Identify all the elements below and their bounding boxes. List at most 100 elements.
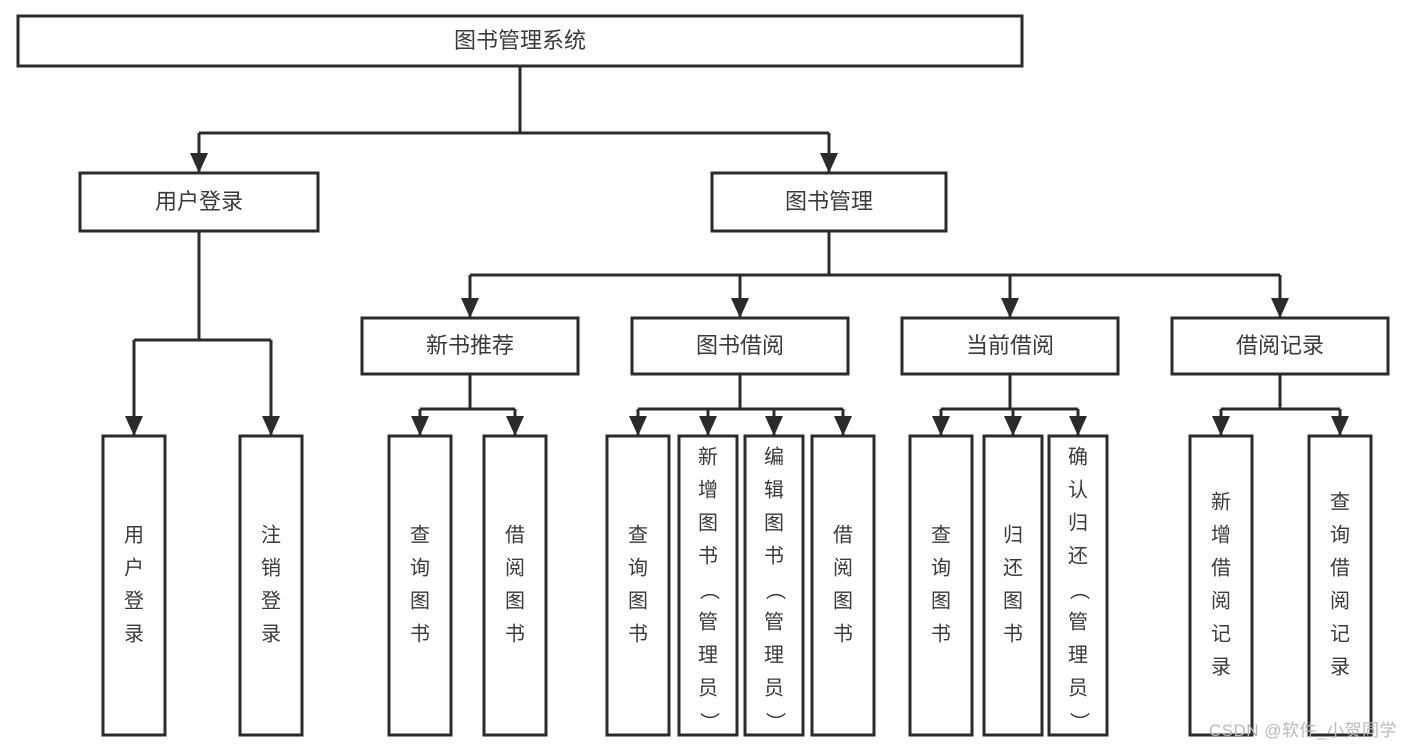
arrow-head-icon-current-borrow [1001, 298, 1019, 318]
node-label-char: 辑 [764, 478, 784, 501]
node-label-char: 询 [931, 556, 951, 579]
watermark-text: CSDN @软件_小贺同学 [1208, 721, 1397, 740]
node-label-char: 查 [628, 523, 648, 546]
node-label-char: 用 [124, 524, 144, 546]
node-label-char: 询 [410, 556, 430, 579]
node-label-char: 书 [628, 622, 648, 645]
node-label-char: 理 [698, 644, 718, 666]
node-box-leaf-rec-query-book[interactable] [387, 434, 453, 737]
node-label-user-login: 用户登录 [155, 189, 243, 214]
node-label-char: 借 [1330, 556, 1350, 579]
node-label-char: 新 [1211, 490, 1231, 513]
node-new-book-rec[interactable]: 新书推荐 [360, 316, 580, 376]
node-label-char: 借 [833, 523, 853, 546]
node-label-book-borrow: 图书借阅 [696, 333, 784, 358]
node-label-char: 书 [833, 622, 853, 645]
node-label-char: （ [1068, 580, 1091, 600]
node-label-char: 书 [505, 622, 525, 645]
arrow-head-icon-leaf-borrow-add-book [699, 416, 717, 436]
node-label-char: 图 [505, 590, 525, 612]
arrow-head-icon-user-login [190, 153, 208, 173]
node-root[interactable]: 图书管理系统 [16, 14, 1024, 68]
node-label-char: 户 [124, 556, 144, 579]
node-label-char: 图 [833, 590, 853, 612]
arrow-head-icon-book-borrow [731, 298, 749, 318]
node-label-char: 录 [261, 623, 281, 645]
arrow-head-icon-borrow-record [1271, 298, 1289, 318]
node-user-login[interactable]: 用户登录 [78, 171, 320, 233]
arrow-head-icon-leaf-current-return-book [1004, 416, 1022, 436]
node-label-char: 阅 [505, 556, 525, 579]
node-label-char: ） [698, 712, 721, 732]
node-box-leaf-borrow-borrow-book[interactable] [810, 434, 876, 737]
arrow-head-icon-leaf-borrow-edit-book [765, 416, 783, 436]
arrow-head-icon-leaf-record-add [1212, 416, 1230, 436]
arrow-head-icon-new-book-rec [461, 298, 479, 318]
node-current-borrow[interactable]: 当前借阅 [900, 316, 1120, 376]
arrow-head-icon-leaf-current-query-book [932, 416, 950, 436]
node-label-char: 理 [1068, 644, 1088, 666]
node-box-new-book-rec[interactable] [360, 316, 580, 376]
node-label-char: 销 [261, 556, 281, 579]
connector-lines-layer [125, 66, 1349, 436]
node-label-char: 书 [410, 622, 430, 645]
node-label-char: 书 [1003, 622, 1023, 645]
node-label-char: 阅 [833, 556, 853, 579]
node-box-leaf-user-login[interactable] [101, 434, 167, 737]
node-box-leaf-rec-borrow-book[interactable] [482, 434, 548, 737]
node-label-char: 图 [698, 512, 718, 534]
node-label-char: 查 [410, 523, 430, 546]
node-label-char: 员 [1068, 677, 1088, 699]
node-box-leaf-current-return-book[interactable] [982, 434, 1044, 737]
node-box-leaf-record-query[interactable] [1307, 434, 1373, 737]
node-box-user-login[interactable] [78, 171, 320, 233]
node-label-char: 图 [410, 590, 430, 612]
node-box-leaf-record-add[interactable] [1188, 434, 1254, 737]
node-label-char: （ [764, 580, 787, 600]
node-leaf-user-login[interactable]: 用户登录 [101, 434, 167, 737]
node-label-char: 确 [1068, 445, 1088, 468]
node-label-char: 记 [1211, 622, 1231, 645]
node-box-leaf-user-logout[interactable] [238, 434, 304, 737]
node-label-char: 询 [628, 556, 648, 579]
node-label-char: 借 [505, 523, 525, 546]
node-label-char: 图 [764, 512, 784, 534]
node-box-leaf-borrow-query-book[interactable] [605, 434, 671, 737]
node-box-borrow-record[interactable] [1170, 316, 1390, 376]
node-label-char: 记 [1330, 622, 1350, 645]
node-label-char: （ [698, 580, 721, 600]
node-book-manage[interactable]: 图书管理 [710, 171, 948, 233]
node-borrow-record[interactable]: 借阅记录 [1170, 316, 1390, 376]
node-label-char: 增 [698, 478, 718, 501]
node-book-borrow[interactable]: 图书借阅 [630, 316, 850, 376]
node-box-leaf-borrow-edit-book[interactable] [743, 434, 805, 737]
node-box-book-borrow[interactable] [630, 316, 850, 376]
node-box-leaf-current-query-book[interactable] [908, 434, 974, 737]
node-box-leaf-current-confirm-return[interactable] [1047, 434, 1109, 737]
node-label-char: 新 [698, 445, 718, 468]
node-box-leaf-borrow-add-book[interactable] [677, 434, 739, 737]
node-label-char: 询 [1330, 523, 1350, 546]
node-label-char: 登 [261, 589, 281, 612]
node-boxes-layer: 图书管理系统用户登录图书管理新书推荐图书借阅当前借阅借阅记录用户登录注销登录查询… [16, 14, 1390, 737]
node-box-current-borrow[interactable] [900, 316, 1120, 376]
node-label-char: 理 [764, 644, 784, 666]
node-box-root[interactable] [16, 14, 1024, 68]
node-label-char: 录 [1330, 656, 1350, 678]
node-box-book-manage[interactable] [710, 171, 948, 233]
arrow-head-icon-leaf-rec-borrow-book [506, 416, 524, 436]
